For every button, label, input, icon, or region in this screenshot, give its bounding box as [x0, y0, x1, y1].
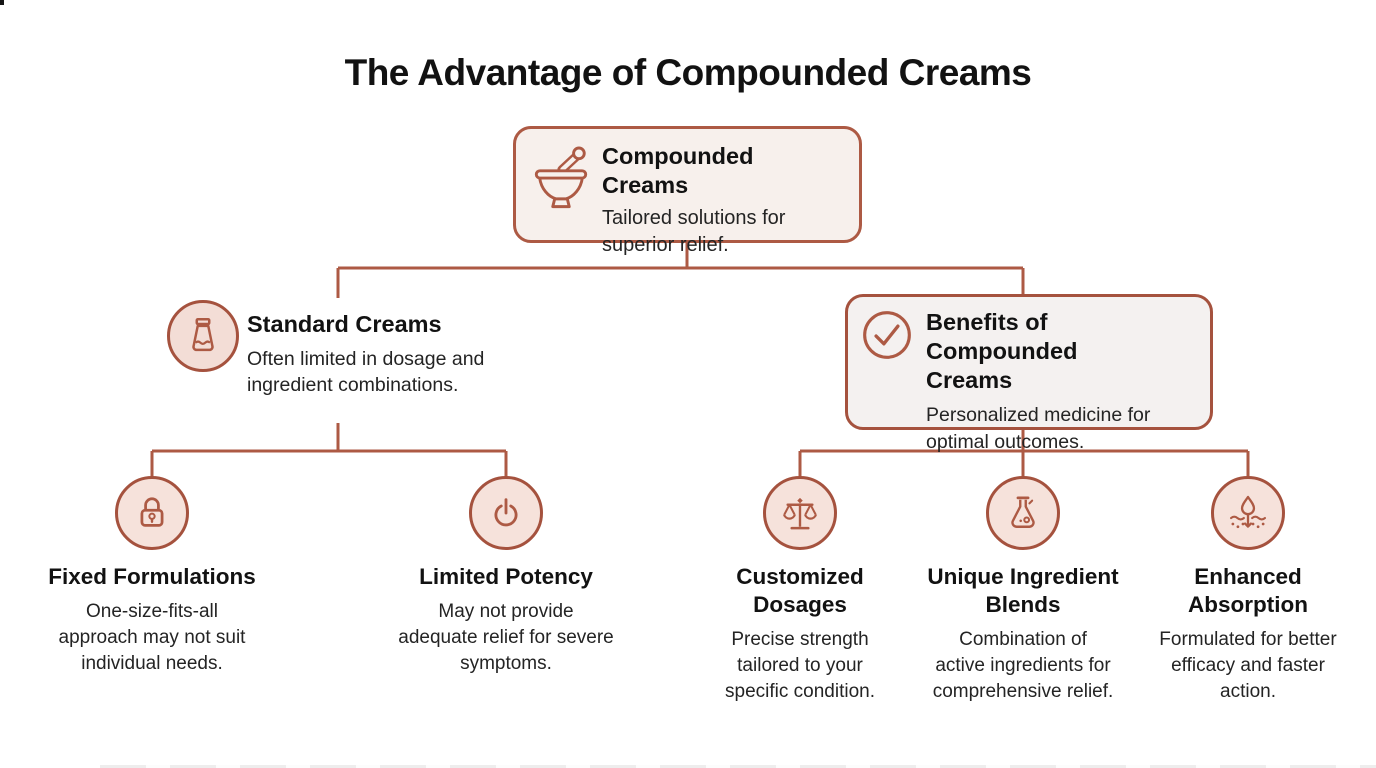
node-fixed-formulations: Fixed Formulations One-size-fits-all app… [37, 476, 267, 678]
node-enhanced-absorption: Enhanced Absorption Formulated for bette… [1133, 476, 1363, 705]
bottom-edge-artifact [100, 765, 1376, 768]
unique-ingredient-blends-icon-circle [986, 476, 1060, 550]
limited-potency-icon-circle [469, 476, 543, 550]
leaf-description: Precise strength tailored to your specif… [725, 628, 875, 703]
node-standard-creams: Standard Creams Often limited in dosage … [247, 310, 509, 398]
power-icon [494, 498, 518, 527]
cream-tube-icon [192, 317, 214, 352]
node-limited-potency: Limited Potency May not provide adequate… [381, 476, 631, 678]
node-unique-ingredient-blends: Unique Ingredient Blends Combination of … [908, 476, 1138, 705]
balance-scales-icon [782, 497, 818, 530]
page-title: The Advantage of Compounded Creams [344, 52, 1032, 93]
droplet-absorption-icon [1229, 495, 1267, 529]
lock-icon [140, 497, 164, 527]
root-description: Tailored solutions for superior relief. [602, 207, 786, 257]
checkmark-circle-icon [863, 311, 911, 359]
leaf-description: Formulated for better efficacy and faste… [1159, 628, 1337, 703]
leaf-description: One-size-fits-all approach may not suit … [58, 600, 246, 675]
fixed-formulations-icon-circle [115, 476, 189, 550]
node-compounded-creams: Compounded Creams Tailored solutions for… [513, 126, 862, 256]
root-title: Compounded Creams [602, 143, 754, 199]
leaf-title: Limited Potency [419, 564, 593, 589]
leaf-description: Combination of active ingredients for co… [932, 628, 1114, 703]
root-text: Compounded Creams Tailored solutions for… [602, 142, 845, 259]
leaf-description: May not provide adequate relief for seve… [398, 600, 614, 675]
benefits-text: Benefits of Compounded Creams Personaliz… [926, 308, 1198, 455]
benefits-title: Benefits of Compounded Creams [926, 309, 1078, 394]
leaf-title: Customized Dosages [736, 564, 864, 617]
mortar-pestle-icon [534, 146, 588, 209]
scan-artifact-mark [0, 0, 4, 5]
enhanced-absorption-icon-circle [1211, 476, 1285, 550]
benefits-description: Personalized medicine for optimal outcom… [926, 404, 1151, 453]
flask-icon [1011, 496, 1035, 528]
leaf-title: Unique Ingredient Blends [927, 564, 1119, 617]
leaf-title: Fixed Formulations [48, 564, 256, 589]
standard-description: Often limited in dosage and ingredient c… [247, 348, 485, 397]
customized-dosages-icon-circle [763, 476, 837, 550]
leaf-title: Enhanced Absorption [1188, 564, 1308, 617]
standard-creams-icon-circle [167, 300, 239, 372]
node-customized-dosages: Customized Dosages Precise strength tail… [703, 476, 897, 705]
node-benefits-of-compounded-creams: Benefits of Compounded Creams Personaliz… [845, 294, 1213, 453]
standard-title: Standard Creams [247, 311, 442, 337]
